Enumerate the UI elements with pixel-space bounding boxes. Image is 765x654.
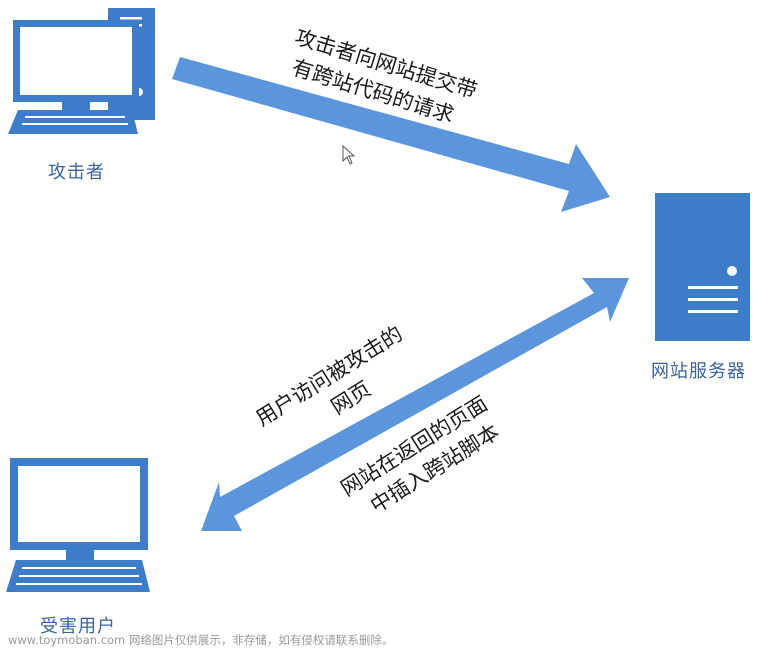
watermark-text: www.toymoban.com 网络图片仅供展示，非存储，如有侵权请联系删除。 (8, 633, 394, 647)
attacker-label: 攻击者 (48, 162, 105, 183)
arrow-attacker-to-server (172, 57, 610, 212)
server-label: 网站服务器 (651, 361, 746, 382)
victim-computer-icon (6, 458, 150, 592)
server-tower-icon (655, 193, 750, 341)
arrow-victim-server-bidirectional (201, 278, 629, 531)
mouse-cursor-icon (342, 144, 356, 165)
victim-label: 受害用户 (40, 616, 116, 637)
attacker-computer-icon (8, 8, 155, 134)
